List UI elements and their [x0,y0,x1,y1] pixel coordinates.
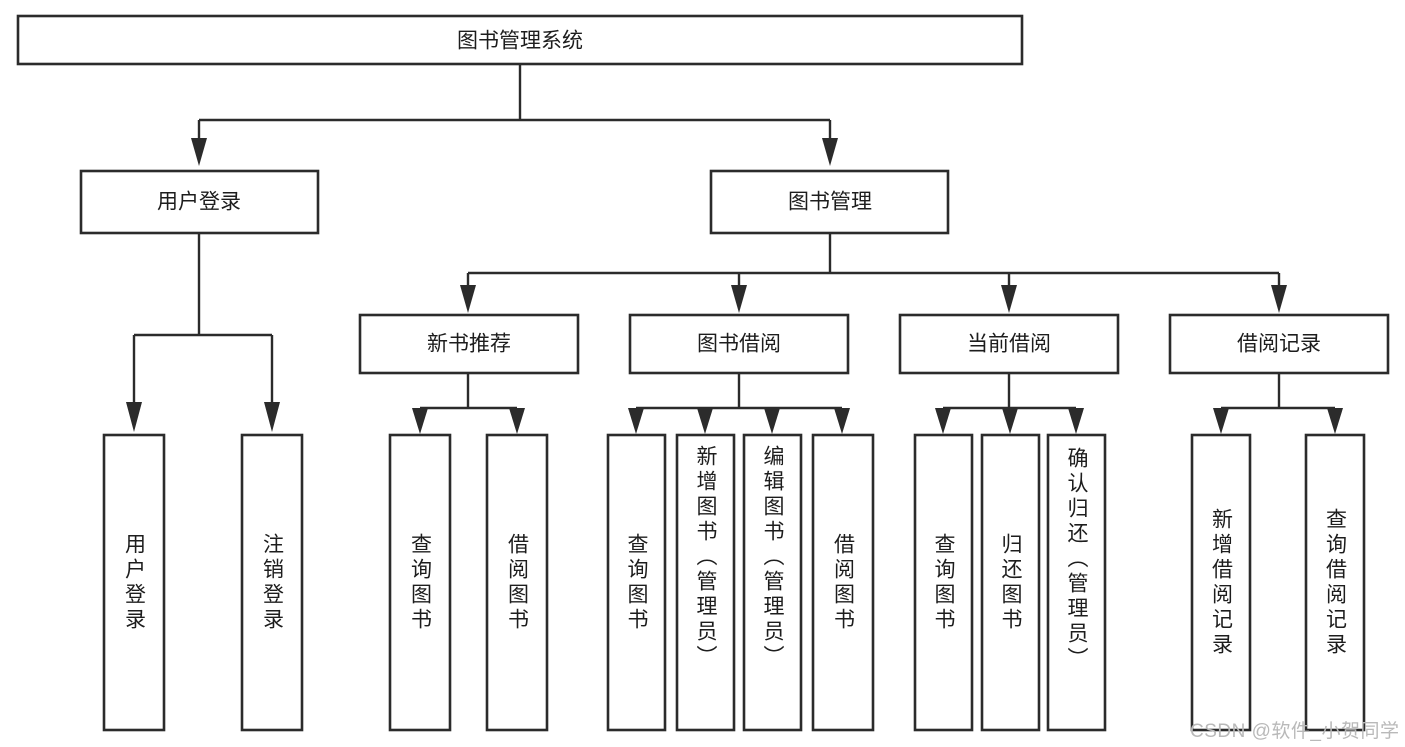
arrow-head-new-book-rec [460,285,476,313]
connector-group-user-login [126,233,280,432]
connector-group-borrow-record [1213,373,1343,434]
node-label-new-book-rec: 新书推荐 [427,333,511,356]
arrow-head-book-manage [822,138,838,166]
csdn-watermark: CSDN @软件_小贺同学 [1190,721,1400,742]
arrow-head-current-borrow [1001,285,1017,313]
node-box-user-login[interactable] [79,169,320,235]
node-box-root[interactable] [16,14,1024,66]
arrow-head-leaf-book-borrow-2 [764,408,780,434]
leaf-box-new-book-rec-0[interactable] [388,433,452,732]
leaf-box-user-login-0[interactable] [102,433,166,732]
arrow-head-leaf-borrow-record-0 [1213,408,1229,434]
arrow-head-leaf-current-borrow-1 [1002,408,1018,434]
connector-group-book-borrow [628,373,850,434]
leaf-box-book-borrow-3[interactable] [811,433,875,732]
node-label-borrow-record: 借阅记录 [1237,333,1321,356]
node-box-book-manage[interactable] [709,169,950,235]
node-label-user-login: 用户登录 [157,191,241,214]
arrow-head-leaf-user-login-0 [126,402,142,432]
leaf-box-book-borrow-2[interactable] [742,433,803,732]
connector-group-current-borrow [935,373,1084,434]
arrow-head-borrow-record [1271,285,1287,313]
arrow-head-leaf-current-borrow-0 [935,408,951,434]
connector-group-book-manage [460,233,1287,313]
leaf-box-current-borrow-1[interactable] [980,433,1041,732]
connector-group-root [191,64,838,166]
node-label-book-borrow: 图书借阅 [697,333,781,356]
connector-group-new-book-rec [412,373,525,434]
leaf-box-book-borrow-0[interactable] [606,433,667,732]
arrow-head-leaf-book-borrow-0 [628,408,644,434]
arrow-head-leaf-new-book-rec-0 [412,408,428,434]
leaf-box-current-borrow-2[interactable] [1046,433,1107,732]
node-box-book-borrow[interactable] [628,313,850,375]
arrow-head-leaf-current-borrow-2 [1068,408,1084,434]
leaf-box-current-borrow-0[interactable] [913,433,974,732]
node-label-book-manage: 图书管理 [788,191,872,214]
arrow-head-leaf-user-login-1 [264,402,280,432]
arrow-head-leaf-book-borrow-3 [834,408,850,434]
leaf-box-borrow-record-0[interactable] [1190,433,1252,732]
arrow-head-leaf-book-borrow-1 [697,408,713,434]
node-box-borrow-record[interactable] [1168,313,1390,375]
leaf-box-new-book-rec-1[interactable] [485,433,549,732]
node-box-new-book-rec[interactable] [358,313,580,375]
node-box-current-borrow[interactable] [898,313,1120,375]
node-label-current-borrow: 当前借阅 [967,333,1051,356]
leaf-box-book-borrow-1[interactable] [675,433,736,732]
arrow-head-leaf-borrow-record-1 [1327,408,1343,434]
leaf-box-user-login-1[interactable] [240,433,304,732]
node-label-root: 图书管理系统 [457,30,583,53]
arrow-head-book-borrow [731,285,747,313]
arrow-head-leaf-new-book-rec-1 [509,408,525,434]
arrow-head-user-login [191,138,207,166]
leaf-box-borrow-record-1[interactable] [1304,433,1366,732]
